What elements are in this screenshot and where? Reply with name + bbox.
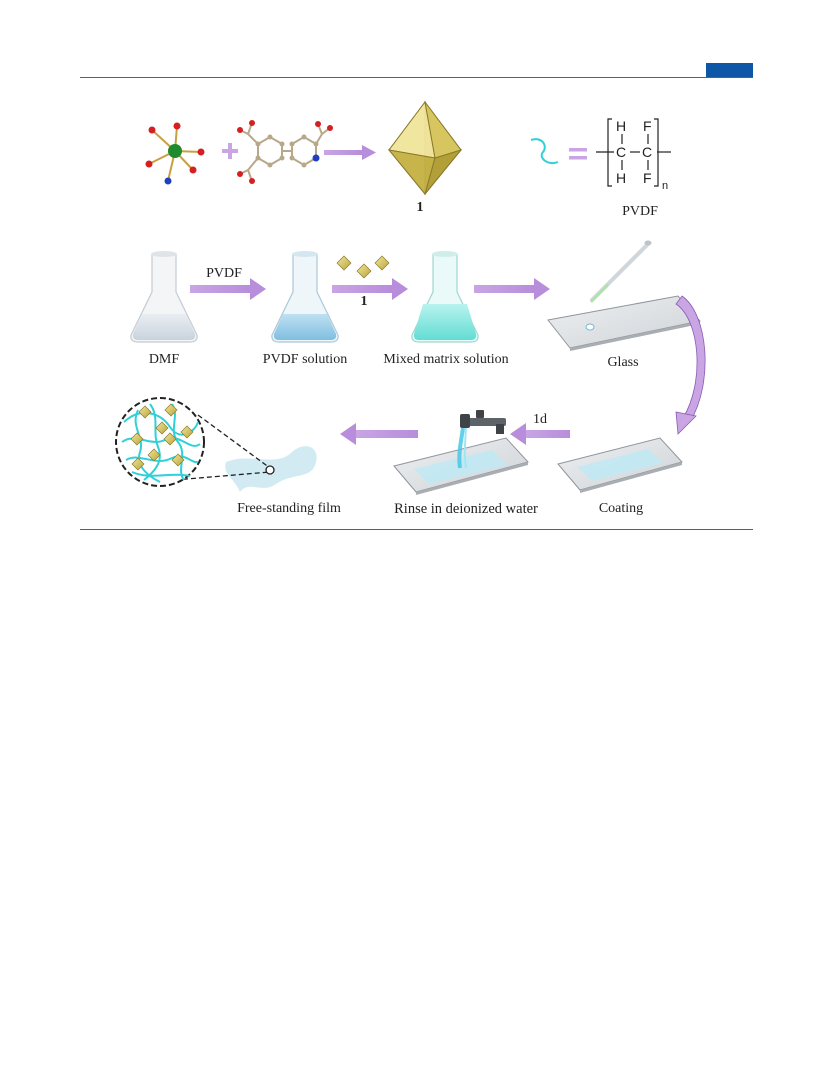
flask-dmf-icon	[130, 251, 198, 343]
arrow-add-compound-icon	[332, 278, 408, 300]
compound-label: 1	[416, 200, 424, 215]
arrow-to-glass-icon	[474, 278, 550, 300]
flask-pvdf-solution-icon	[271, 251, 339, 343]
arrow-label-pvdf: PVDF	[206, 266, 242, 281]
pvdf-atom-c-left: C	[616, 144, 627, 160]
pvdf-structure-bonds	[596, 118, 671, 187]
octahedron-crystal-icon	[387, 100, 463, 196]
reaction-arrow-icon	[324, 145, 376, 160]
pvdf-atom-f-bottom: F	[643, 170, 652, 186]
ligand-atoms	[237, 120, 333, 184]
metal-node-molecule-icon	[145, 122, 205, 185]
zoom-indicator-lines	[174, 414, 271, 481]
arrow-one-day-icon	[510, 423, 570, 445]
arrow-add-pvdf-icon	[190, 278, 266, 300]
figure-bottom-rule	[80, 529, 753, 530]
pvdf-atom-h-top: H	[616, 118, 627, 134]
synthesis-scheme-figure: 1 H F C C H F n PVDF PVDF 1 1d DMF PVDF …	[80, 92, 753, 528]
magnified-film-structure-icon	[115, 397, 205, 487]
pvdf-caption: PVDF	[622, 204, 658, 219]
zoom-point-marker	[265, 465, 275, 475]
equals-icon	[569, 148, 587, 160]
plus-icon	[222, 143, 238, 159]
flask-label-pvdf-solution: PVDF solution	[262, 352, 348, 367]
step-label-film: Free-standing film	[237, 501, 341, 516]
coated-glass-slide-icon	[557, 437, 683, 493]
step-label-rinse: Rinse in deionized water	[394, 501, 538, 517]
arrow-label-one-day: 1d	[533, 412, 547, 427]
pvdf-atom-h-bottom: H	[616, 170, 627, 186]
step-label-coating: Coating	[598, 501, 644, 516]
pvdf-atom-f-top: F	[643, 118, 652, 134]
ligand-molecule-icon	[239, 122, 331, 182]
pvdf-atom-c-right: C	[642, 144, 653, 160]
pvdf-repeat-subscript: n	[662, 180, 669, 192]
header-accent-tab	[706, 63, 753, 77]
step-label-glass: Glass	[607, 355, 639, 370]
flask-mixed-matrix-icon	[411, 251, 479, 343]
faucet-icon	[457, 410, 506, 469]
arrow-label-compound: 1	[360, 294, 368, 309]
small-crystals-icon	[336, 255, 390, 279]
header-rule	[80, 77, 753, 78]
glass-slide-with-pipette-icon	[547, 240, 701, 351]
flask-label-dmf: DMF	[148, 352, 180, 367]
flask-label-mixed-matrix: Mixed matrix solution	[383, 352, 509, 367]
curved-arrow-icon	[675, 295, 706, 435]
polymer-chain-icon	[530, 138, 559, 164]
arrow-to-film-icon	[340, 423, 418, 445]
